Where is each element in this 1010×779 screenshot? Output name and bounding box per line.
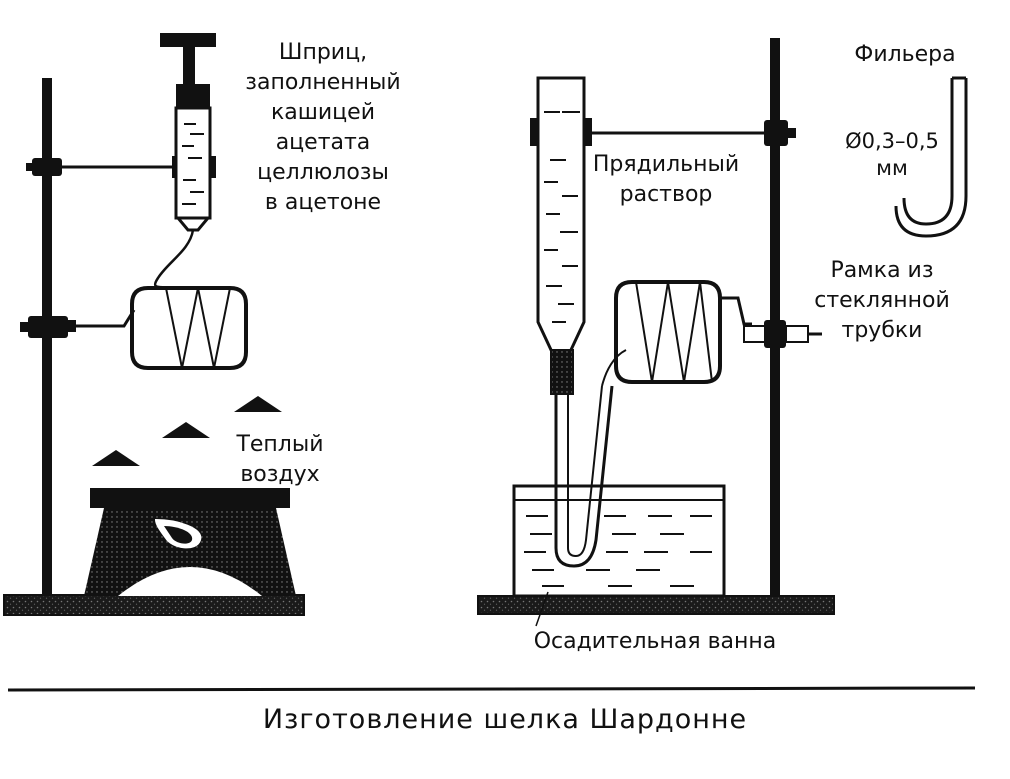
syringe-label: Шприц, заполненный кашицей ацетата целлю…	[245, 40, 401, 215]
right-stand-base	[477, 595, 835, 615]
caption-rule	[7, 686, 976, 692]
left-stand-base	[3, 594, 305, 616]
figure-caption: Изготовление шелка Шардонне	[262, 704, 748, 735]
left-lower-clamp	[20, 309, 136, 338]
glass-frame-label: Рамка из стеклянной трубки	[814, 258, 950, 343]
spinning-solution-label: Прядильный раствор	[592, 152, 740, 207]
spinneret-label: Фильера	[854, 42, 956, 67]
u-tube	[554, 349, 627, 568]
syringe	[153, 33, 216, 290]
spinneret	[894, 76, 968, 238]
left-frame	[130, 286, 248, 370]
heater	[84, 488, 296, 596]
precipitation-bath-label: Осадительная ванна	[533, 629, 777, 654]
right-frame	[614, 280, 752, 384]
precipitation-bath	[512, 484, 726, 627]
right-lower-clamp	[743, 320, 822, 348]
warm-air-label: Теплый воздух	[236, 432, 324, 487]
spinning-vessel	[536, 76, 586, 395]
right-stand-rod	[770, 38, 780, 600]
warm-air-arrows	[92, 396, 282, 466]
spinneret-diameter-label: Ø0,3–0,5 мм	[845, 129, 939, 180]
